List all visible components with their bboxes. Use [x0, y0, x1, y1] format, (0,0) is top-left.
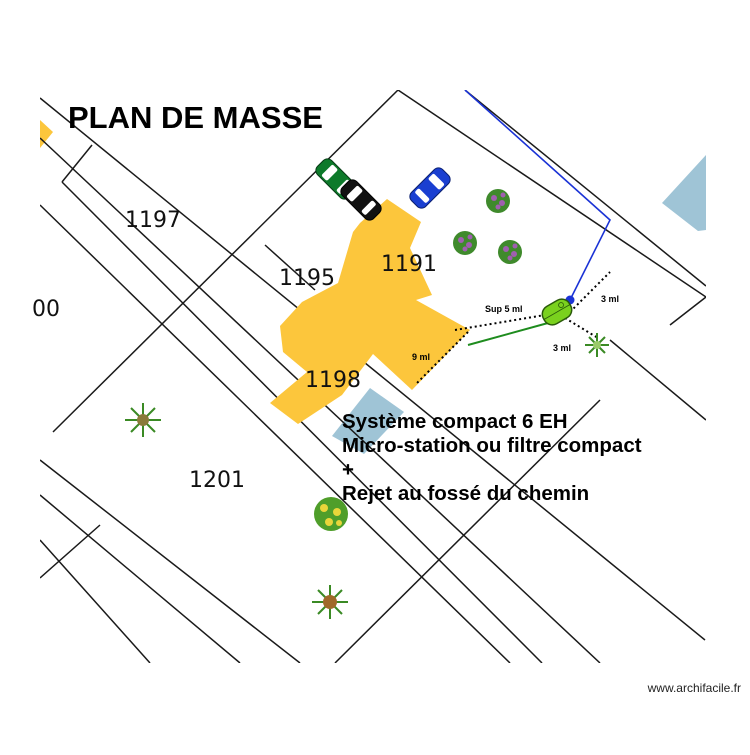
parcel-label-1197: 1197 — [125, 208, 181, 233]
parcel-label-1198: 1198 — [305, 368, 361, 393]
parcel-label-1201: 1201 — [189, 468, 245, 493]
car-black-icon — [340, 179, 382, 221]
dimension-label-3ml-a: 3 ml — [601, 294, 620, 304]
note-line-3: + — [342, 458, 354, 481]
boundary-line — [464, 90, 706, 287]
boundary-line — [264, 244, 316, 291]
discharge-drain — [467, 322, 549, 346]
boundary-line — [40, 204, 511, 663]
water-area-right — [662, 155, 706, 231]
credit-link[interactable]: www.archifacile.fr — [647, 681, 741, 695]
map-area — [40, 90, 706, 663]
tree-icon — [585, 333, 609, 357]
car-blue-icon — [409, 167, 451, 209]
tree-icon — [314, 497, 348, 531]
boundary-line — [61, 144, 93, 183]
boundary-line — [609, 339, 706, 421]
parcel-boundaries — [40, 90, 706, 663]
dimension-line-sup — [454, 314, 546, 331]
shrub-icon — [486, 189, 510, 213]
house-building — [270, 199, 470, 424]
note-line-2: Micro-station ou filtre compact — [342, 434, 642, 457]
supply-pipe — [464, 90, 611, 301]
note-line-4: Rejet au fossé du chemin — [342, 482, 590, 505]
boundary-line — [61, 181, 543, 663]
tree-icon — [125, 403, 161, 437]
boundary-line — [40, 459, 301, 663]
boundary-line — [40, 524, 101, 579]
treatment-unit-icon — [541, 298, 573, 326]
note-line-1: Système compact 6 EH — [342, 410, 568, 433]
boundary-line — [334, 399, 601, 663]
parcel-label-partial: 00 — [32, 297, 60, 322]
dimension-lines — [414, 271, 611, 386]
dimension-label-sup: Sup 5 ml — [485, 304, 523, 314]
dimension-line-3ml-a — [569, 271, 611, 313]
boundary-line — [40, 494, 241, 663]
tree-icon — [312, 585, 348, 619]
dimension-line-3ml-b — [564, 317, 599, 339]
dimension-label-9ml: 9 ml — [412, 352, 431, 362]
boundary-line — [40, 539, 151, 663]
water-area-center — [332, 388, 404, 454]
shrub-icon — [498, 240, 522, 264]
boundary-line — [52, 90, 399, 433]
boundary-line — [669, 296, 706, 326]
parcel-label-1195: 1195 — [279, 266, 335, 291]
boundary-line — [40, 97, 706, 641]
shrub-icon — [453, 231, 477, 255]
dimension-label-3ml-b: 3 ml — [553, 343, 572, 353]
plan-title: PLAN DE MASSE — [68, 100, 323, 135]
parcel-label-1191: 1191 — [381, 252, 437, 277]
boundary-line — [397, 90, 706, 298]
